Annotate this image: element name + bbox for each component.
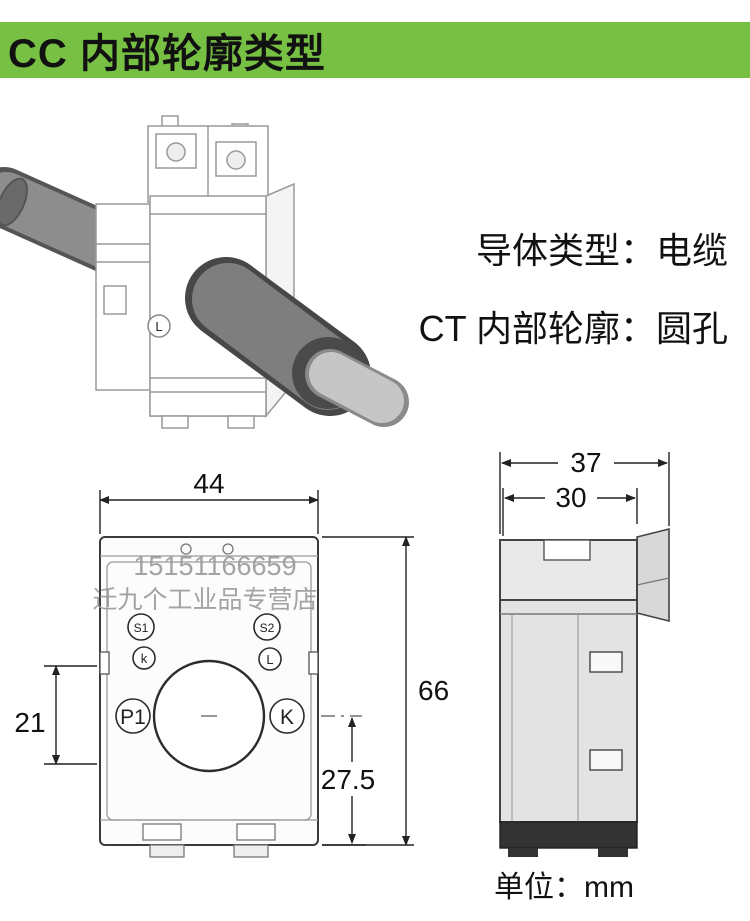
- label-l: L: [266, 652, 273, 667]
- side-foot-right: [598, 848, 628, 857]
- terminal-labels: [115, 613, 305, 734]
- label-s1: S1: [134, 621, 149, 635]
- iso-label-l: L: [155, 319, 162, 334]
- conductor-type-text: 导体类型：电缆: [475, 230, 728, 271]
- din-foot-right: [233, 844, 269, 858]
- cable-out: [185, 257, 409, 427]
- slot-left: [99, 651, 110, 675]
- dim-offset-label: 21: [14, 707, 45, 738]
- page-title: CC 内部轮廓类型: [8, 32, 326, 76]
- slot-right: [308, 651, 319, 675]
- ct-profile-text: CT 内部轮廓：圆孔: [418, 308, 728, 349]
- unit-note: 单位：mm: [494, 871, 634, 904]
- front-view: S1 k S2 L P1 K 15151166659 迁九个工业品专营店 44 …: [14, 468, 449, 858]
- dim-depth-30: 30: [502, 482, 638, 536]
- watermark-store: 迁九个工业品专营店: [92, 586, 317, 614]
- side-clip-tab: [636, 527, 670, 623]
- page-title-bar: CC 内部轮廓类型: [0, 22, 750, 78]
- isometric-illustration: L: [0, 115, 409, 429]
- label-s2: S2: [260, 621, 275, 635]
- label-k-big: K: [280, 706, 294, 729]
- side-terminal-lower: [589, 749, 623, 771]
- watermark-number: 15151166659: [133, 551, 296, 581]
- dim-height-66: 66: [322, 536, 449, 846]
- dim-depth-outer-label: 37: [570, 447, 601, 478]
- side-view: 37 30: [499, 447, 670, 857]
- side-top-notch: [543, 539, 591, 561]
- iso-label-l-circle: [147, 314, 171, 338]
- side-foot-left: [508, 848, 538, 857]
- dim-width-label: 44: [193, 468, 224, 499]
- screw-top-right: [222, 543, 234, 555]
- side-main-body: [499, 599, 638, 823]
- dim-height-label: 66: [418, 675, 449, 706]
- dim-depth-37: 37: [499, 447, 670, 534]
- label-p1: P1: [120, 706, 146, 729]
- dim-bottom-27-5: 27.5: [321, 717, 376, 846]
- dim-width-44: 44: [99, 468, 319, 534]
- screw-top-left: [180, 543, 192, 555]
- side-terminal-upper: [589, 651, 623, 673]
- dim-depth-inner-label: 30: [555, 482, 586, 513]
- dim-bottom-label: 27.5: [321, 764, 376, 795]
- dim-offset-21: 21: [14, 665, 97, 765]
- side-bottom-band: [499, 821, 638, 849]
- label-k: k: [141, 651, 148, 666]
- din-foot-left: [149, 844, 185, 858]
